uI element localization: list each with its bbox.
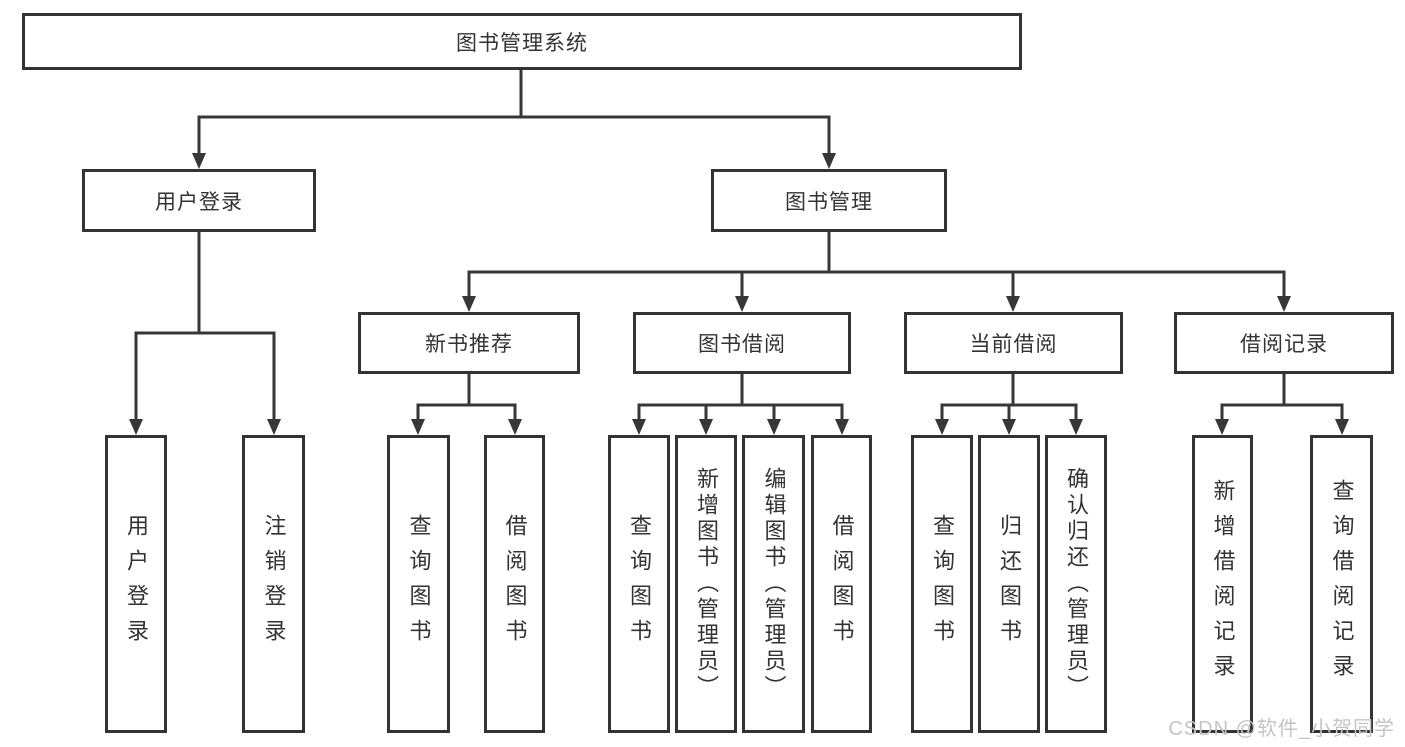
leaf-label: 新增图书（管理员） xyxy=(694,467,719,701)
node-label: 图书借阅 xyxy=(698,333,786,356)
node-new-book-recommend: 新书推荐 xyxy=(358,312,580,374)
leaf-return-book: 归还图书 xyxy=(978,435,1040,733)
leaf-label: 查询借阅记录 xyxy=(1329,479,1355,689)
leaf-label: 查询图书 xyxy=(627,514,652,654)
leaf-confirm-return-admin: 确认归还（管理员） xyxy=(1045,435,1107,733)
leaf-edit-book-admin: 编辑图书（管理员） xyxy=(742,435,805,733)
node-user-login-branch: 用户登录 xyxy=(82,169,316,232)
leaf-add-book-admin: 新增图书（管理员） xyxy=(675,435,737,733)
leaf-label: 确认归还（管理员） xyxy=(1064,467,1089,701)
node-book-borrow: 图书借阅 xyxy=(633,312,851,374)
node-label: 当前借阅 xyxy=(969,333,1058,356)
leaf-label: 查询图书 xyxy=(406,514,432,654)
node-root-label: 图书管理系统 xyxy=(456,31,588,55)
node-label: 借阅记录 xyxy=(1240,333,1328,356)
leaf-label: 归还图书 xyxy=(997,514,1022,654)
leaf-query-book-3: 查询图书 xyxy=(911,435,973,733)
leaf-label: 借阅图书 xyxy=(829,514,855,654)
leaf-query-book-2: 查询图书 xyxy=(608,435,670,733)
leaf-label: 用户登录 xyxy=(124,514,149,654)
leaf-label: 注销登录 xyxy=(261,514,287,654)
leaf-label: 借阅图书 xyxy=(502,514,528,654)
leaf-label: 查询图书 xyxy=(930,514,955,654)
csdn-watermark: CSDN @软件_小贺同学 xyxy=(1168,718,1395,740)
node-root-system: 图书管理系统 xyxy=(22,13,1022,70)
leaf-borrow-book-1: 借阅图书 xyxy=(484,435,545,733)
leaf-query-book-1: 查询图书 xyxy=(387,435,450,733)
node-label: 新书推荐 xyxy=(425,333,513,356)
node-book-management-branch: 图书管理 xyxy=(711,169,947,232)
leaf-query-borrow-record: 查询借阅记录 xyxy=(1310,435,1373,733)
node-current-borrow: 当前借阅 xyxy=(904,312,1123,374)
leaf-logout: 注销登录 xyxy=(242,435,305,733)
node-label: 用户登录 xyxy=(155,190,243,214)
node-borrow-record: 借阅记录 xyxy=(1174,312,1394,374)
leaf-add-borrow-record: 新增借阅记录 xyxy=(1192,435,1253,733)
node-label: 图书管理 xyxy=(785,190,873,214)
leaf-user-login: 用户登录 xyxy=(105,435,167,733)
leaf-label: 编辑图书（管理员） xyxy=(761,467,787,701)
leaf-label: 新增借阅记录 xyxy=(1210,479,1236,689)
leaf-borrow-book-2: 借阅图书 xyxy=(811,435,872,733)
